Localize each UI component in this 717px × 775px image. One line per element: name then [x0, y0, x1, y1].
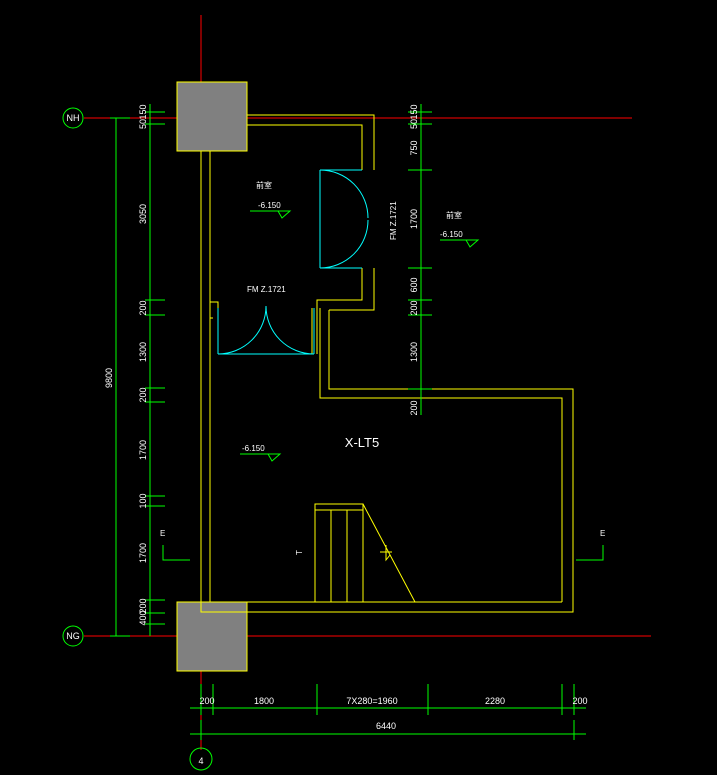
doors — [217, 169, 369, 355]
dim-left-6: 200 — [138, 387, 148, 402]
axis-bubble-ng: NG — [62, 625, 84, 647]
dim-left-11: 200 — [138, 598, 148, 613]
room-right-label: 前室 — [446, 210, 462, 220]
dim-left-10: 400 — [138, 610, 148, 625]
stair-arrow-label: T — [295, 550, 304, 555]
dim-right-2: 50 — [409, 119, 419, 129]
level-upper: -6.150 — [258, 201, 281, 210]
dim-left-5: 1300 — [138, 342, 148, 362]
dim-bottom-2: 1800 — [254, 696, 274, 706]
stair — [314, 503, 416, 603]
section-mark-right: E — [600, 529, 605, 538]
room-name: X-LT5 — [345, 435, 379, 450]
section-mark-left: E — [160, 529, 165, 538]
axis-bubble-nh: NH — [62, 107, 84, 129]
door-label-lower: FM Z.1721 — [247, 285, 286, 294]
column-bottom — [176, 601, 248, 672]
dim-bottom-1: 200 — [199, 696, 214, 706]
door-upper — [319, 169, 369, 269]
dim-left-4: 200 — [138, 300, 148, 315]
axis-lines — [84, 15, 651, 750]
dim-bottom-5: 200 — [572, 696, 587, 706]
dim-bottom-4: 2280 — [485, 696, 505, 706]
dim-left-8: 100 — [138, 493, 148, 508]
dim-right-3: 750 — [409, 140, 419, 155]
door-lower — [217, 305, 315, 355]
axis-bubble-4: 4 — [189, 747, 213, 771]
dim-right-8: 200 — [409, 400, 419, 415]
level-main: -6.150 — [242, 444, 265, 453]
dim-left-9: 1700 — [138, 543, 148, 563]
dim-right-1: 150 — [409, 104, 419, 119]
dim-left-2: 50 — [138, 119, 148, 129]
dim-left-total: 9800 — [104, 368, 114, 388]
dims-left-inner: 150 50 3050 200 1300 200 1700 100 1700 4… — [138, 104, 148, 625]
dim-right-7: 1300 — [409, 342, 419, 362]
dim-right-5: 600 — [409, 277, 419, 292]
dim-left-1: 150 — [138, 104, 148, 119]
dims-right: 150 50 750 1700 600 200 1300 200 — [409, 104, 419, 415]
dim-left-3: 3050 — [138, 204, 148, 224]
dim-right-6: 200 — [409, 300, 419, 315]
dim-bottom-total: 6440 — [376, 721, 396, 731]
door-label-upper: FM Z.1721 — [389, 201, 398, 240]
walls — [200, 114, 574, 613]
column-top — [176, 81, 248, 152]
dim-bottom-3: 7X280=1960 — [346, 696, 397, 706]
room-upper-label: 前室 — [256, 180, 272, 190]
level-right: -6.150 — [440, 230, 463, 239]
columns — [176, 81, 248, 672]
dimension-lines — [110, 104, 604, 740]
axis-label-ng: NG — [66, 631, 80, 641]
dims-bottom: 200 1800 7X280=1960 2280 200 6440 — [199, 696, 587, 731]
axis-label-nh: NH — [67, 113, 80, 123]
dim-right-4: 1700 — [409, 209, 419, 229]
dim-left-7: 1700 — [138, 440, 148, 460]
axis-label-4: 4 — [198, 756, 203, 766]
